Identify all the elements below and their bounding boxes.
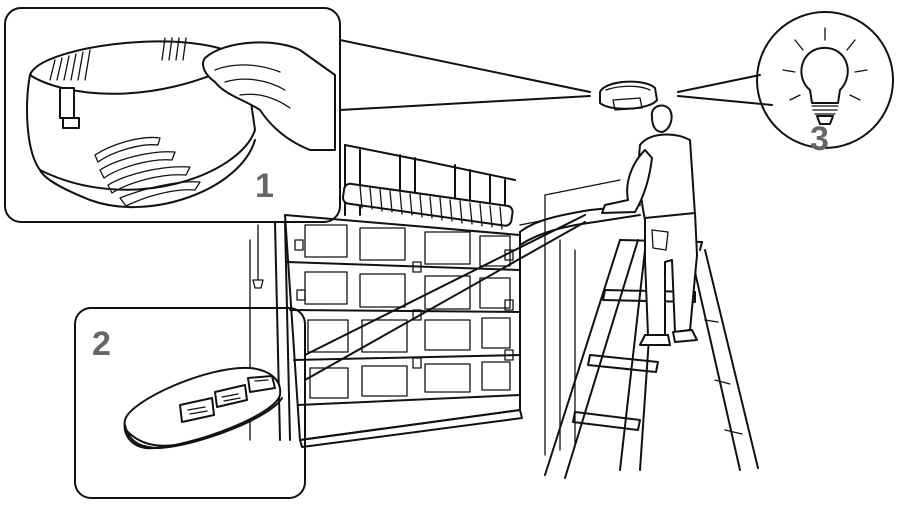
callout-2-remote-closeup: 2 bbox=[75, 308, 305, 498]
callout-number-1: 1 bbox=[255, 167, 274, 205]
callout-leader-lines bbox=[305, 40, 772, 380]
opener-rail bbox=[520, 205, 640, 400]
opener-unit-small bbox=[600, 82, 657, 110]
garage-door bbox=[285, 215, 522, 447]
callout-1-opener-closeup: 1 bbox=[5, 8, 340, 222]
callout-number-2: 2 bbox=[92, 325, 111, 363]
callout-number-3: 3 bbox=[810, 120, 829, 158]
callout-3-light-bulb: 3 bbox=[757, 12, 893, 158]
